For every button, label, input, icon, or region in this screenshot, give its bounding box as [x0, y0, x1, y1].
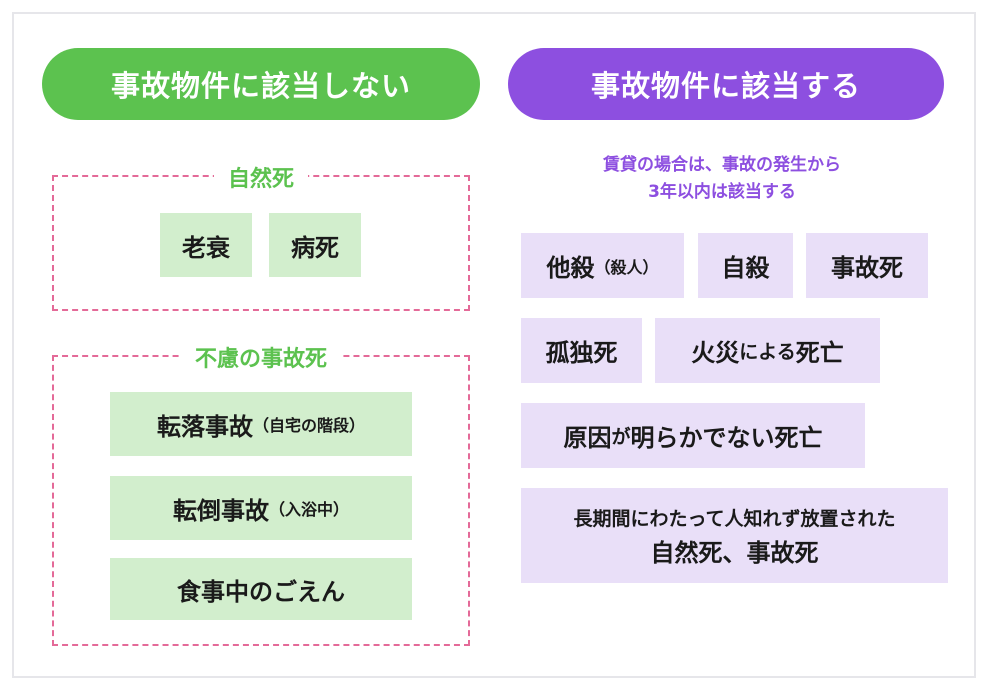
tag-fire-death: 火災による死亡 [655, 318, 880, 383]
tag-accident-death: 事故死 [806, 233, 928, 298]
tag-line1: 長期間にわたって人知れず放置された [573, 507, 896, 530]
tag-long-undiscovered: 長期間にわたって人知れず放置された 自然死、事故死 [521, 488, 948, 583]
group-title: 不慮の事故死 [180, 341, 342, 373]
tag-label: 老衰 [182, 233, 230, 262]
tag-label: 事故死 [831, 254, 903, 282]
tag-label: 自殺 [721, 254, 770, 282]
tag-label: 病死 [291, 233, 339, 262]
tag-label: 火災 [691, 339, 740, 367]
tag-old-age: 老衰 [160, 213, 252, 277]
tag-homicide: 他殺（殺人） [521, 233, 684, 298]
tag-particle: による [739, 341, 796, 363]
tag-choking: 食事中のごえん [110, 558, 412, 620]
tag-note: （殺人） [594, 257, 659, 277]
tag-unknown-cause: 原因が明らかでない死亡 [521, 403, 865, 468]
tag-label: 食事中のごえん [177, 577, 345, 606]
accidental-death-group: 不慮の事故死 [52, 341, 470, 646]
tag-label: 孤独死 [545, 339, 618, 367]
tag-label: 他殺 [546, 254, 595, 282]
tag-slip: 転倒事故（入浴中） [110, 476, 412, 540]
tag-particle: が [611, 426, 631, 448]
tag-suicide: 自殺 [698, 233, 793, 298]
tag-label: 原因 [563, 424, 612, 452]
infographic-frame [12, 12, 976, 678]
tag-label-end: 死亡 [795, 339, 844, 367]
tag-illness: 病死 [269, 213, 361, 277]
group-title: 自然死 [213, 161, 309, 193]
tag-note: （入浴中） [268, 500, 349, 519]
tag-fall: 転落事故（自宅の階段） [110, 392, 412, 456]
natural-death-group: 自然死 [52, 161, 470, 311]
rental-note-line1: 賃貸の場合は、事故の発生から [603, 155, 841, 175]
tag-label: 転落事故 [156, 412, 253, 441]
applicable-header: 事故物件に該当する [508, 48, 944, 120]
tag-note: （自宅の階段） [252, 416, 365, 435]
tag-lonely-death: 孤独死 [521, 318, 642, 383]
tag-label-end: 明らかでない死亡 [630, 424, 823, 452]
not-applicable-header: 事故物件に該当しない [42, 48, 480, 120]
rental-note: 賃貸の場合は、事故の発生から 3年以内は該当する [512, 152, 932, 206]
tag-label: 転倒事故 [172, 496, 269, 525]
tag-line2: 自然死、事故死 [650, 538, 819, 567]
rental-note-line2: 3年以内は該当する [648, 182, 796, 202]
